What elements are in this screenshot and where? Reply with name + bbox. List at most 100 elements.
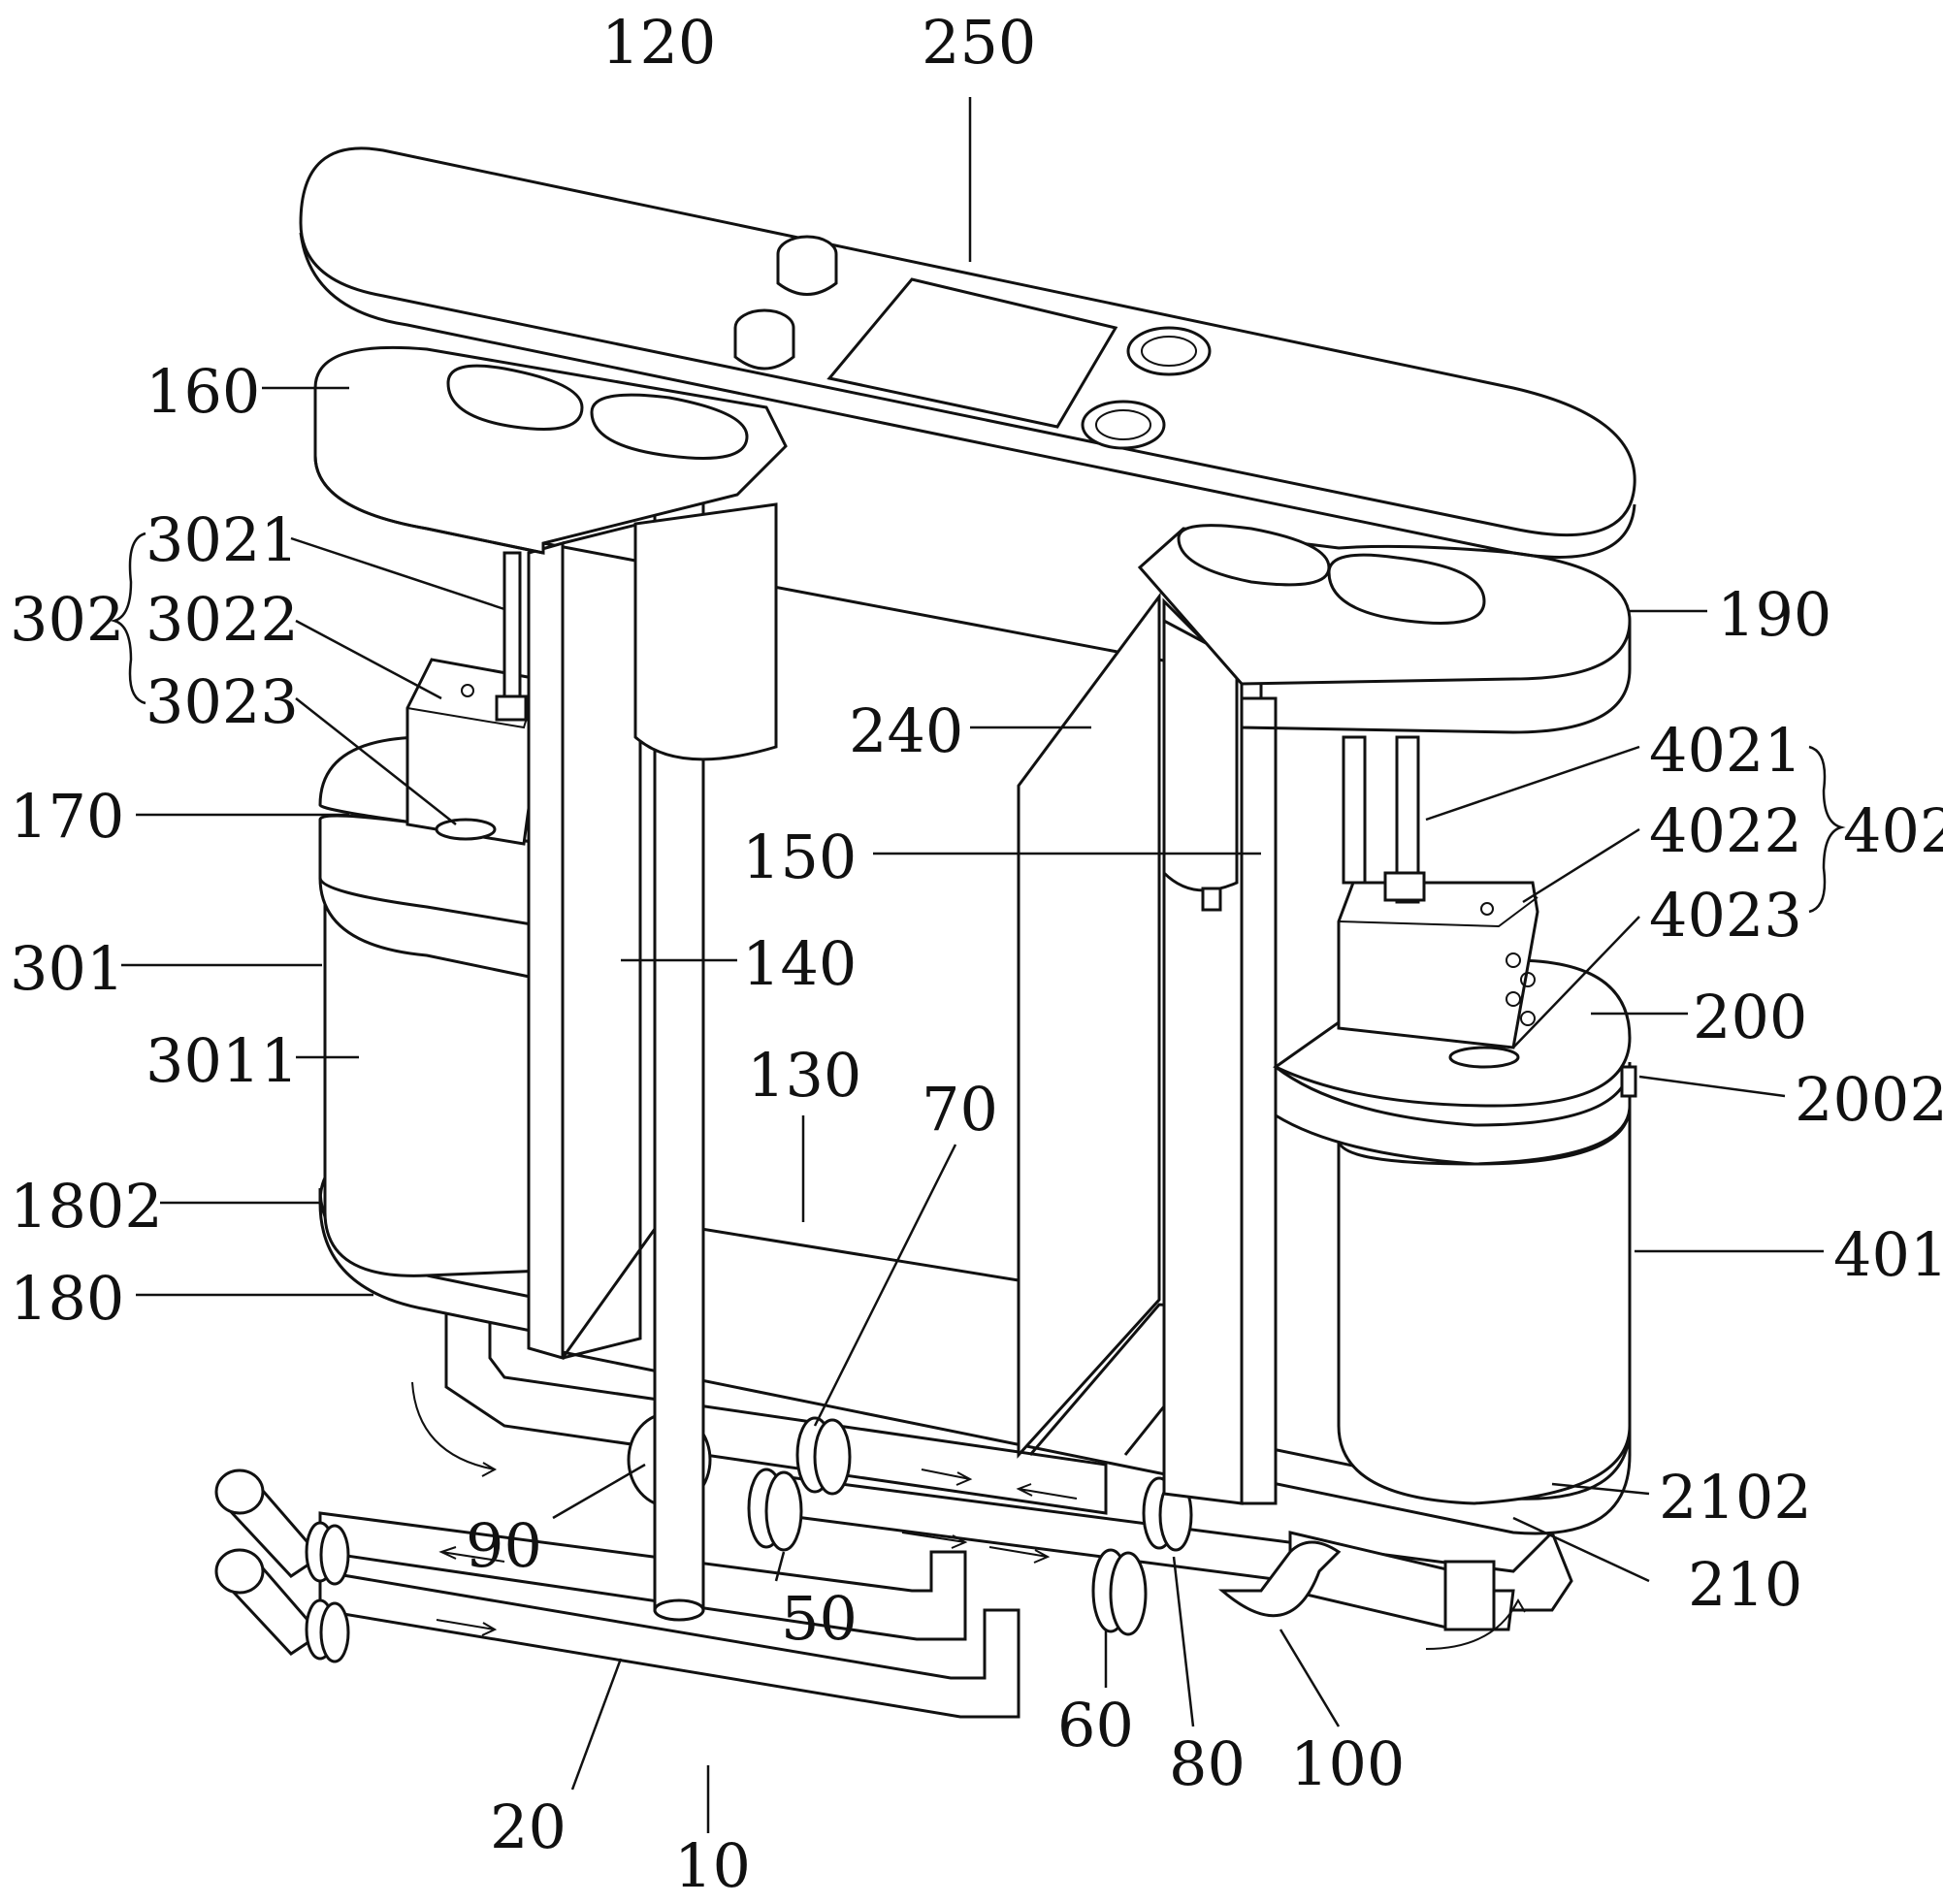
- container-band-2002: [1274, 1061, 1632, 1166]
- round-button-upper-inner: [1141, 336, 1197, 367]
- center-frame: [527, 405, 1278, 1622]
- label-301: 301: [10, 933, 124, 1004]
- knob-lower-body: [733, 328, 795, 371]
- flow-arrow-20: [438, 1546, 505, 1563]
- gear-left-b: [590, 393, 749, 460]
- label-240: 240: [849, 695, 963, 766]
- label-100: 100: [1290, 1728, 1405, 1799]
- motor-base-3023: [435, 818, 497, 841]
- label-200: 200: [1693, 982, 1807, 1052]
- round-button-lower: [1081, 400, 1166, 450]
- leader-4023: [1512, 916, 1640, 1049]
- label-180: 180: [10, 1263, 124, 1334]
- leader-4021: [1425, 745, 1640, 822]
- leader-3022: [295, 619, 442, 700]
- label-10: 10: [674, 1830, 751, 1899]
- gear-right-b: [1327, 553, 1486, 625]
- label-90: 90: [466, 1510, 542, 1581]
- leader-20: [570, 1658, 623, 1791]
- top-panel-edge: [299, 232, 1636, 559]
- motor-bolt-3: [1520, 972, 1536, 987]
- right-column-edge: [1240, 696, 1278, 1505]
- motor-screw-hole-right: [1480, 902, 1494, 916]
- motor-guide-rail: [1342, 735, 1367, 885]
- back-cylinder-right: [1162, 618, 1239, 892]
- gear-plate-160-thickness: [313, 427, 544, 555]
- label-170: 170: [10, 781, 124, 852]
- motor-shaft-3021: [502, 551, 522, 700]
- round-button-lower-inner: [1095, 409, 1151, 440]
- top-panel-120: [299, 146, 1636, 559]
- motor-assembly-402: [1337, 735, 1539, 1069]
- back-cylinder-tab: [1201, 887, 1222, 912]
- label-160: 160: [146, 356, 260, 427]
- fitting-70-b: [813, 1418, 852, 1496]
- label-2002: 2002: [1795, 1064, 1943, 1135]
- right-plate-190: [1137, 524, 1632, 734]
- display-screen-250: [826, 277, 1118, 429]
- rod-140-end: [653, 1598, 705, 1622]
- motor-block-edge-right: [1338, 896, 1538, 928]
- leader-80: [1172, 1556, 1195, 1727]
- pipe-assembly: [214, 1288, 1573, 1719]
- flow-arrow-mid2: [988, 1546, 1051, 1564]
- label-60: 60: [1057, 1690, 1134, 1760]
- container-body-401: [1337, 1105, 1632, 1505]
- curved-arrow-left: [411, 1381, 498, 1477]
- flow-arrow-upper2: [1016, 1483, 1078, 1500]
- label-4021: 4021: [1649, 715, 1802, 786]
- label-130: 130: [747, 1040, 861, 1111]
- leader-100: [1279, 1629, 1341, 1727]
- label-250: 250: [922, 7, 1036, 78]
- label-3021: 3021: [146, 504, 299, 575]
- leader-4022: [1522, 827, 1640, 904]
- label-2102: 2102: [1659, 1462, 1812, 1533]
- motor-assembly-302: [405, 551, 540, 846]
- label-402: 402: [1843, 795, 1943, 866]
- round-button-upper: [1126, 326, 1212, 376]
- flow-arrow-mid1: [901, 1532, 968, 1549]
- brace-302: [110, 532, 146, 705]
- motor-base-4023: [1448, 1046, 1520, 1069]
- label-20: 20: [490, 1791, 567, 1862]
- vertical-pipe-right: [1443, 1560, 1496, 1631]
- flow-arrow-10: [436, 1619, 498, 1636]
- label-1802: 1802: [10, 1171, 163, 1242]
- label-50: 50: [781, 1583, 858, 1654]
- motor-shaft-4021: [1395, 735, 1420, 904]
- motor-bolt-4: [1520, 1011, 1536, 1026]
- reference-labels: 120 250 160 3021 302 3022 3023 170 301 3…: [10, 7, 1943, 1901]
- left-side-panel: [527, 541, 565, 1360]
- label-4023: 4023: [1649, 880, 1802, 951]
- pipe-20: [318, 1511, 967, 1641]
- leader-2102: [1551, 1482, 1650, 1496]
- leader-50: [774, 1551, 786, 1582]
- label-140: 140: [742, 928, 857, 999]
- knob-upper-body: [776, 254, 838, 296]
- label-70: 70: [922, 1074, 998, 1145]
- inlet-opening-lower: [214, 1548, 265, 1595]
- motor-coupling: [495, 694, 528, 722]
- leader-lines: [110, 97, 1846, 1833]
- label-190: 190: [1717, 579, 1831, 650]
- label-80: 80: [1169, 1728, 1246, 1799]
- motor-bolt-2: [1506, 991, 1521, 1007]
- leader-210: [1512, 1516, 1650, 1583]
- label-3023: 3023: [146, 666, 299, 737]
- leader-2002: [1638, 1075, 1786, 1098]
- flow-arrow-upper1: [921, 1468, 973, 1486]
- inlet-opening-upper: [214, 1468, 265, 1515]
- left-panel-face: [562, 522, 642, 1360]
- back-cylinder-left: [633, 502, 778, 761]
- motor-screw-hole: [461, 684, 474, 697]
- fitting-inlet-lower-b: [319, 1601, 350, 1663]
- label-4022: 4022: [1649, 795, 1802, 866]
- left-plate-160: [313, 345, 788, 555]
- pipe-10: [318, 1569, 1020, 1719]
- door-panel-240: [1017, 592, 1161, 1459]
- label-401: 401: [1833, 1219, 1943, 1290]
- label-210: 210: [1688, 1549, 1802, 1620]
- curved-arrow-right: [1425, 1598, 1526, 1650]
